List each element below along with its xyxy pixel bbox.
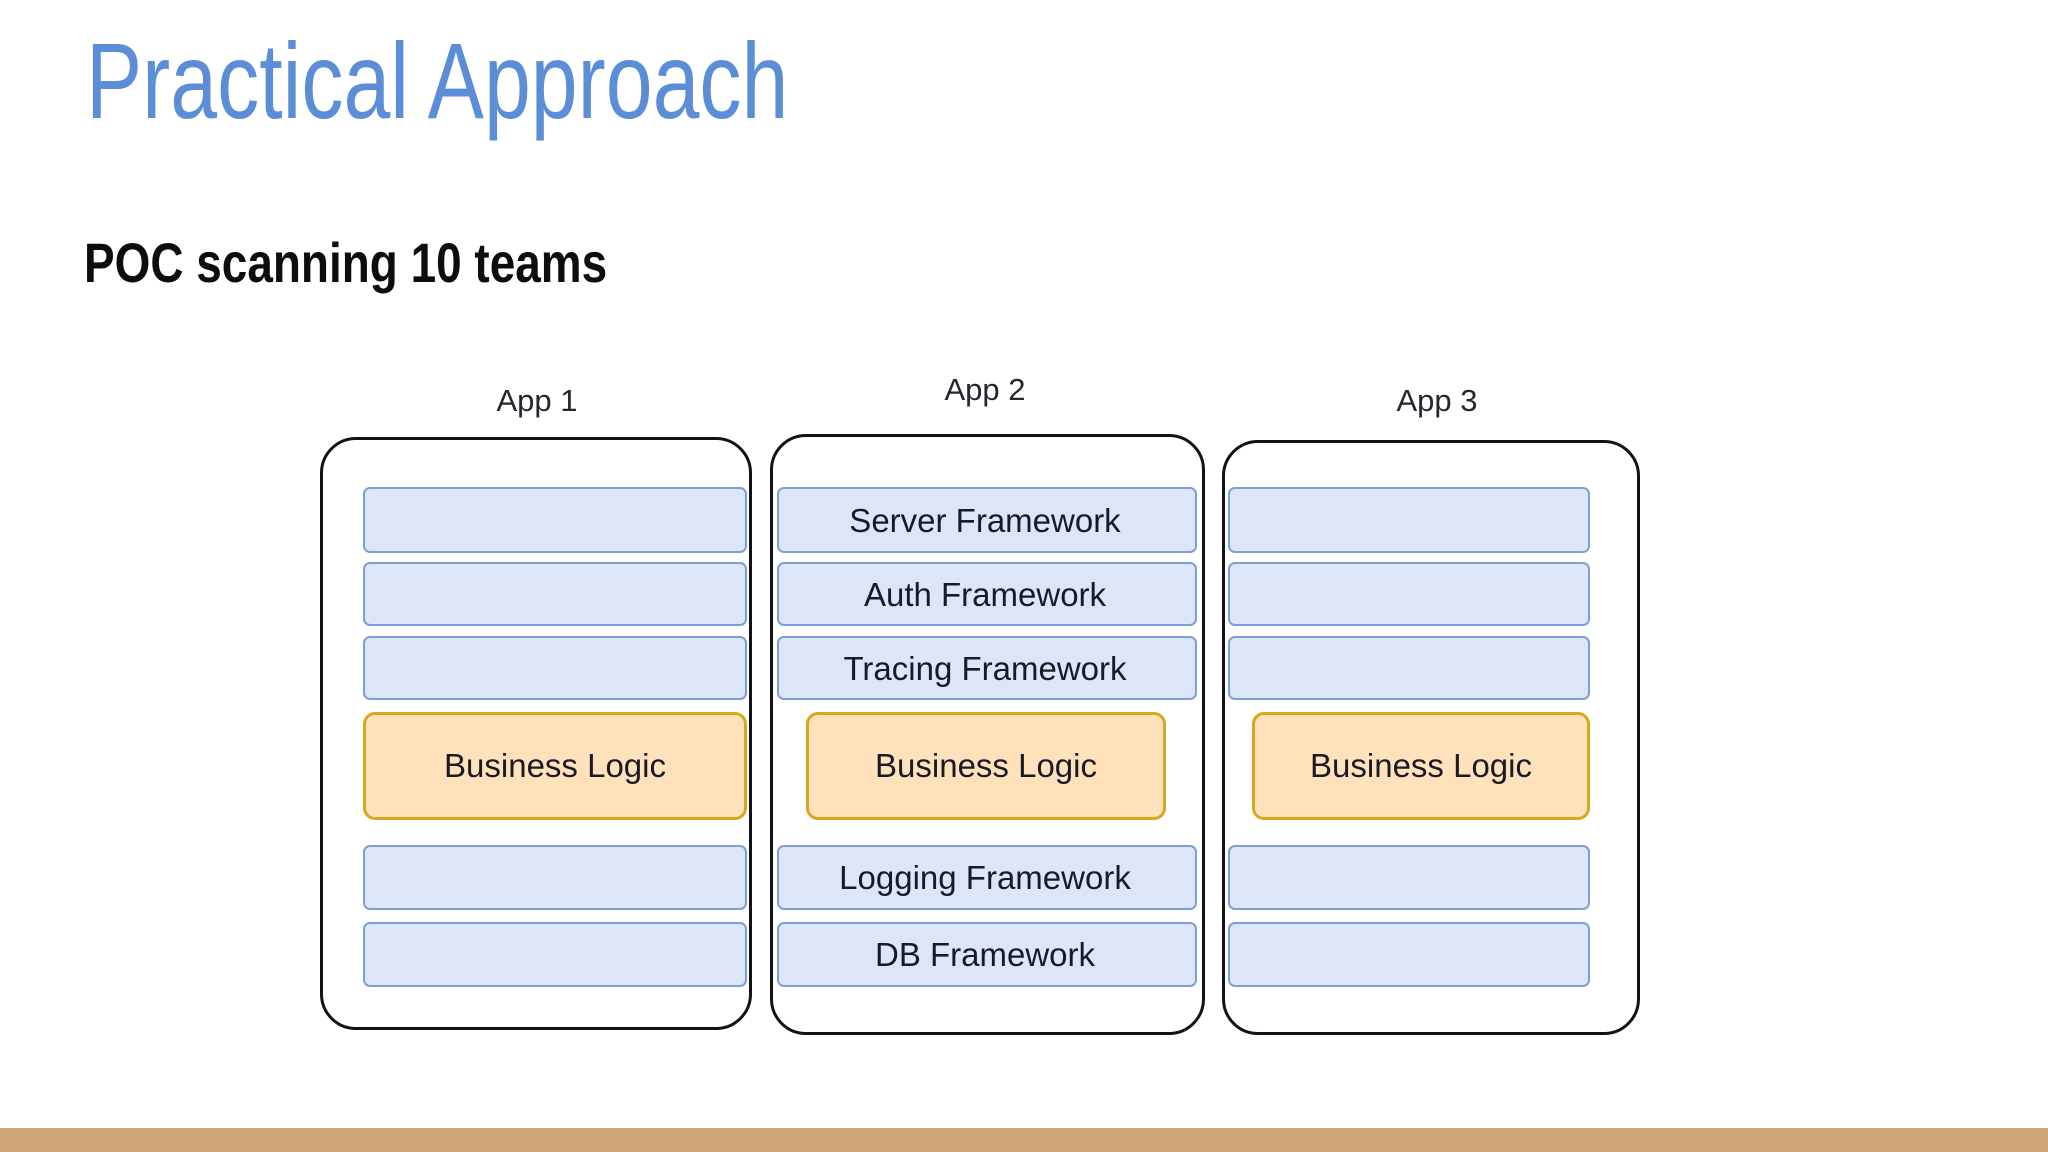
app-container-3[interactable]	[1222, 440, 1640, 1035]
business-logic-box-app1[interactable]	[363, 712, 747, 820]
business-logic-label-app3: Business Logic	[1310, 747, 1532, 784]
framework-bar-db-app3[interactable]	[1228, 922, 1590, 987]
app-container-2[interactable]	[770, 434, 1205, 1035]
page-title: Practical Approach	[86, 20, 789, 141]
business-logic-label-app1: Business Logic	[444, 747, 666, 784]
framework-label-db: DB Framework	[874, 936, 1096, 973]
framework-bar-db-app1[interactable]	[363, 922, 747, 987]
business-logic-label-app2: Business Logic	[875, 747, 1097, 784]
framework-bar-auth-app1[interactable]	[363, 562, 747, 626]
business-logic-box-app3[interactable]	[1252, 712, 1590, 820]
framework-bar-logging-app3[interactable]	[1228, 845, 1590, 910]
business-logic-box-app2[interactable]	[806, 712, 1166, 820]
app-label-1: App 1	[496, 383, 578, 418]
framework-bar-server-app3[interactable]	[1228, 487, 1590, 553]
framework-label-server: Server Framework	[849, 502, 1121, 539]
framework-bar-db-app2[interactable]	[777, 922, 1197, 987]
framework-label-auth: Auth Framework	[863, 576, 1107, 613]
framework-bar-logging-app2[interactable]	[777, 845, 1197, 910]
framework-bar-auth-app3[interactable]	[1228, 562, 1590, 626]
framework-bar-logging-app1[interactable]	[363, 845, 747, 910]
page-subtitle: POC scanning 10 teams	[84, 231, 608, 294]
framework-bar-tracing-app3[interactable]	[1228, 636, 1590, 700]
framework-label-tracing: Tracing Framework	[843, 650, 1127, 687]
framework-bar-tracing-app2[interactable]	[777, 636, 1197, 700]
app-label-3: App 3	[1396, 383, 1478, 418]
footer-band	[0, 1128, 2048, 1152]
framework-bar-tracing-app1[interactable]	[363, 636, 747, 700]
framework-bar-server-app2[interactable]	[777, 487, 1197, 553]
framework-label-logging: Logging Framework	[839, 859, 1131, 896]
framework-bar-auth-app2[interactable]	[777, 562, 1197, 626]
app-label-2: App 2	[944, 372, 1026, 407]
app-container-1[interactable]	[320, 437, 752, 1030]
framework-bar-server-app1[interactable]	[363, 487, 747, 553]
